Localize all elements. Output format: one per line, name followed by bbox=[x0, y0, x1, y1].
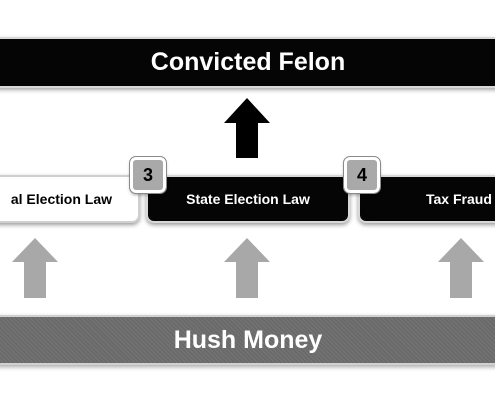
state-election-law-label: State Election Law bbox=[186, 191, 310, 207]
step-badge-4: 4 bbox=[343, 156, 381, 194]
convicted-felon-node: Convicted Felon bbox=[0, 37, 495, 88]
hush-money-label: Hush Money bbox=[173, 325, 323, 354]
arrow-up-icon bbox=[224, 98, 270, 158]
arrow-up-icon bbox=[224, 238, 270, 298]
federal-election-law-label: al Election Law bbox=[10, 191, 112, 207]
arrow-up-icon bbox=[438, 238, 484, 298]
state-election-law-node: State Election Law bbox=[146, 175, 350, 223]
step-badge-3: 3 bbox=[129, 156, 167, 194]
tax-fraud-label: Tax Fraud bbox=[426, 191, 492, 207]
step-badge-3-label: 3 bbox=[142, 164, 153, 185]
convicted-felon-label: Convicted Felon bbox=[150, 48, 346, 76]
federal-election-law-node: al Election Law bbox=[0, 175, 140, 223]
step-badge-4-label: 4 bbox=[356, 164, 367, 185]
hush-money-node: Hush Money bbox=[0, 315, 495, 365]
tax-fraud-node: Tax Fraud bbox=[358, 175, 495, 223]
arrow-up-icon bbox=[12, 238, 58, 298]
